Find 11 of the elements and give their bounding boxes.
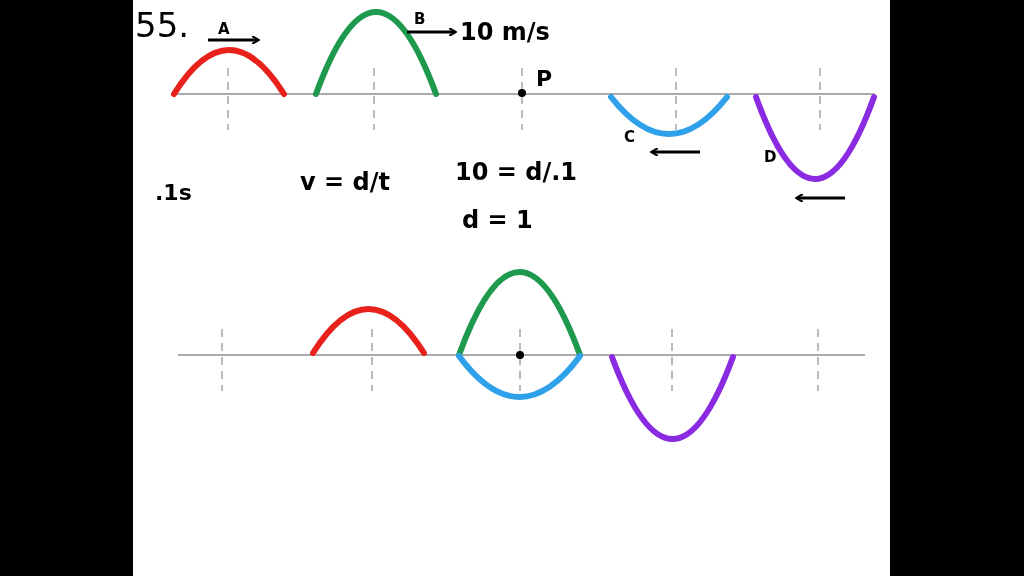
pulse-letter: C: [624, 130, 635, 145]
pulse-letter: A: [218, 22, 230, 37]
point-letter: P: [536, 68, 553, 90]
equation-text: d = 1: [462, 208, 533, 232]
equation-text: 10 = d/.1: [455, 160, 577, 184]
speed-text: 10 m/s: [460, 20, 550, 44]
time-text: .1s: [155, 182, 192, 204]
problem-number: 55.: [135, 8, 190, 42]
equation-text: v = d/t: [300, 170, 390, 194]
pulse-letter: D: [764, 150, 777, 165]
pulse-letter: B: [414, 12, 426, 27]
